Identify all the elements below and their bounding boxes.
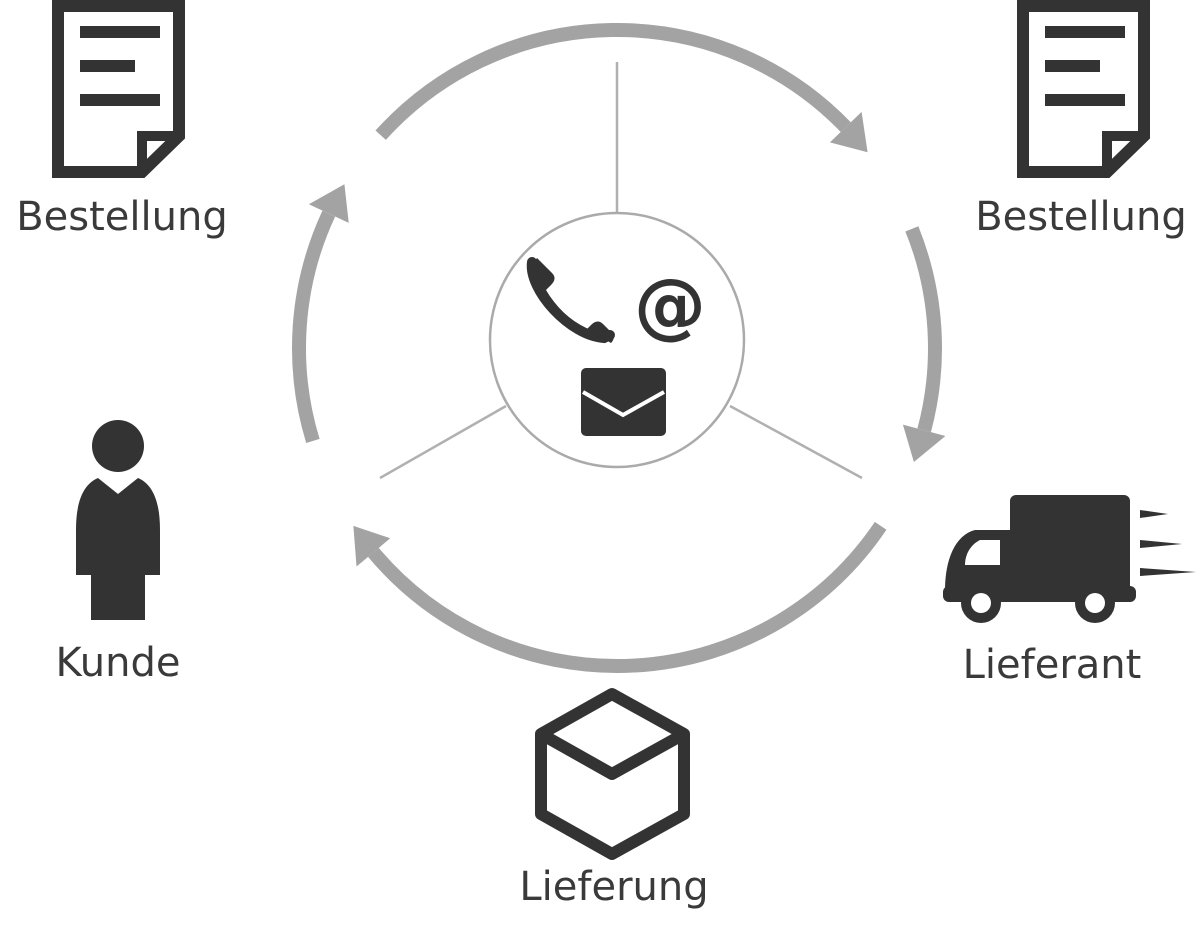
label-customer-order: Bestellung (16, 194, 228, 240)
arrow-delivery-return (368, 521, 887, 673)
package-box-icon (535, 688, 690, 860)
label-supplier: Lieferant (963, 642, 1142, 688)
cycle-arrows (292, 23, 946, 673)
arrow-order-forward (375, 23, 851, 140)
arrow-to-order-head (308, 184, 349, 223)
connector-line-left (379, 404, 507, 480)
label-supplier-order: Bestellung (975, 194, 1187, 240)
label-customer: Kunde (56, 640, 181, 686)
arrow-order-forward-head (829, 111, 868, 153)
arrow-order-to-supplier (905, 226, 942, 433)
at-sign-icon: @ (634, 263, 706, 347)
person-icon (76, 420, 160, 620)
phone-icon (526, 257, 615, 344)
arrow-delivery-return-head (353, 525, 391, 567)
document-icon-customer-order (52, 0, 185, 178)
envelope-icon (581, 368, 666, 436)
truck-icon (943, 495, 1196, 623)
document-icon-supplier-order (1017, 0, 1150, 178)
label-delivery: Lieferung (519, 864, 708, 910)
arrow-to-order (292, 210, 336, 444)
connector-line-right (729, 404, 863, 480)
arrow-order-to-supplier-head (902, 424, 946, 462)
